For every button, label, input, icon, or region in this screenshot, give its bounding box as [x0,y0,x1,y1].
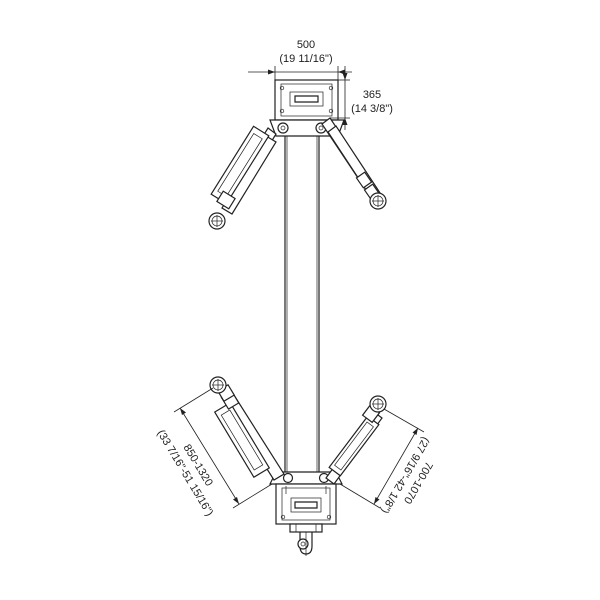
dim-top-offset-metric: 365 [363,89,381,101]
lock-mechanism [289,523,323,556]
dim-top-offset-imperial: (14 3/8") [351,103,393,115]
center-beam [284,134,320,476]
dim-right-arm-range: 700-1070 (27 9/16"-42 1/8") [339,408,435,515]
dim-top-width-imperial: (19 11/16") [279,53,332,65]
top-left-lift-pad [208,212,226,230]
top-right-arm [321,117,383,203]
dim-top-offset: 365 (14 3/8") [330,66,393,130]
dim-top-width: 500 (19 11/16") [248,39,352,80]
bottom-left-arm [213,383,285,481]
top-left-arm [210,125,277,215]
bottom-carriage [269,471,343,525]
bottom-left-lift-pad [209,376,227,394]
top-right-lift-pad [369,192,387,210]
bottom-right-lift-pad [369,395,387,413]
dim-top-width-metric: 500 [297,39,315,51]
bottom-right-arm [325,404,383,485]
